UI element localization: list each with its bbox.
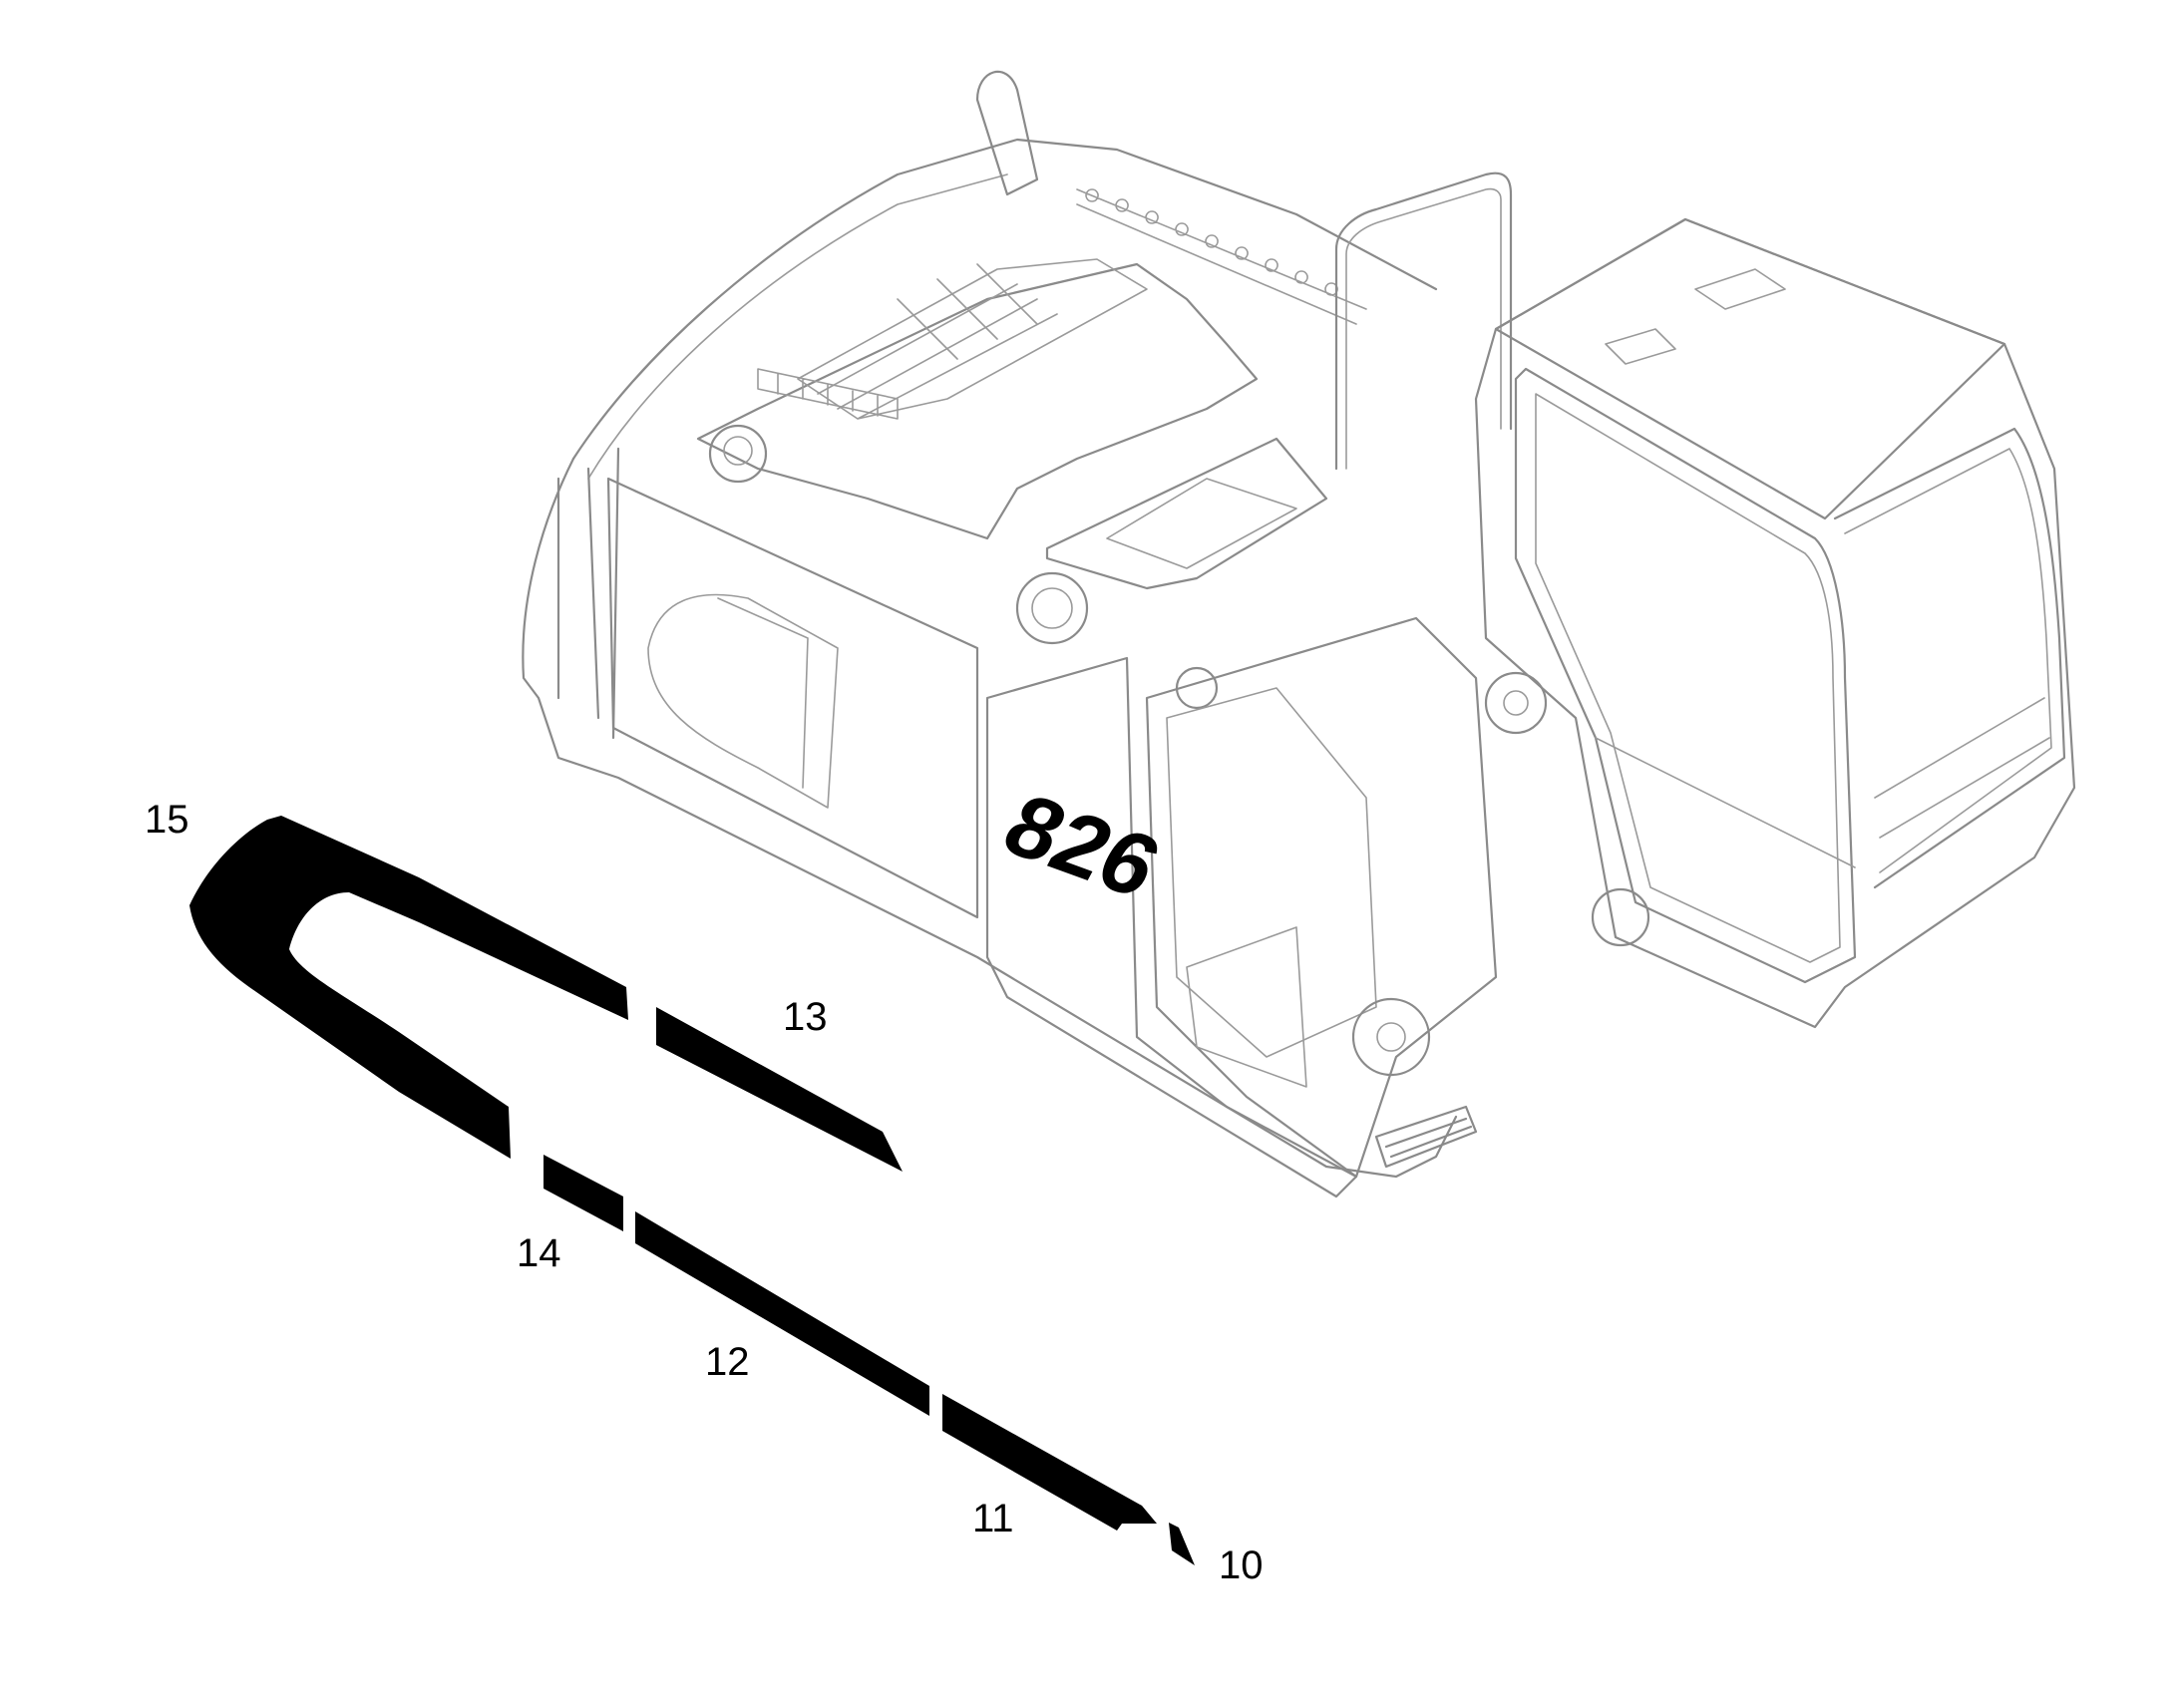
boom-cylinder-pin [1484,671,1548,735]
callout-11: 11 [972,1497,1014,1540]
cab-roof [1494,217,2006,520]
center-side-panel [985,656,1358,1198]
callout-15: 15 [145,798,189,842]
handrail-inner [1345,187,1502,470]
boom-cylinder-pin-center [1503,690,1529,716]
boom-mount-plate [1166,687,1377,1058]
decal-14 [544,1155,623,1231]
decal-10 [1169,1523,1195,1565]
hood-vent-grid [797,258,1148,420]
cab-body [1474,217,2076,1029]
arm-pin [1591,887,1650,947]
hood-oval-vents [1076,188,1367,325]
model-badge: 826 [988,776,1177,916]
fuel-cap-inner [723,436,753,466]
right-lower-panel [1186,926,1307,1088]
model-badge-text: 826 [988,776,1177,916]
handrail [1334,171,1513,471]
counterweight-top-curve [571,138,1438,461]
cab-roof-hatch [1605,268,1786,365]
filter-housing [1015,571,1089,645]
decal-13 [656,1007,903,1172]
service-deck [1045,437,1328,590]
boom-pivot-pin-center [1376,1022,1406,1052]
service-deck-panel [1106,478,1297,569]
boom-pivot-pin [1351,997,1431,1077]
callout-10: 10 [1219,1543,1264,1587]
callout-12: 12 [705,1340,750,1384]
counterweight-lower-band [556,447,620,740]
excavator-upper-structure [522,70,2076,1198]
left-side-panel [606,477,979,919]
counterweight-outline [522,457,1458,1179]
counterweight-inner-curve [587,173,1008,480]
decal-15 [189,816,628,1159]
side-panel-louver-inner [717,597,809,789]
access-step [1374,1105,1478,1169]
cab-side-frame-inner [1844,448,2052,873]
decal-set [189,816,1195,1565]
cab-floor-panel [1595,697,2050,868]
callout-13: 13 [783,995,828,1039]
engine-hood [696,262,1259,540]
exhaust-stack [975,70,1039,196]
decal-11 [942,1394,1157,1531]
boom-mount-frame [1145,616,1498,1179]
callout-14: 14 [517,1231,561,1275]
cab-front-window-inner [1535,393,1841,963]
decal-12 [635,1211,929,1416]
filter-housing-inner [1031,587,1073,629]
hood-grille-slots [757,368,899,420]
cab-side-frame [1833,427,2066,889]
cab-front-window [1514,367,1857,984]
fuel-cap [708,424,768,484]
side-panel-louver [647,593,839,809]
